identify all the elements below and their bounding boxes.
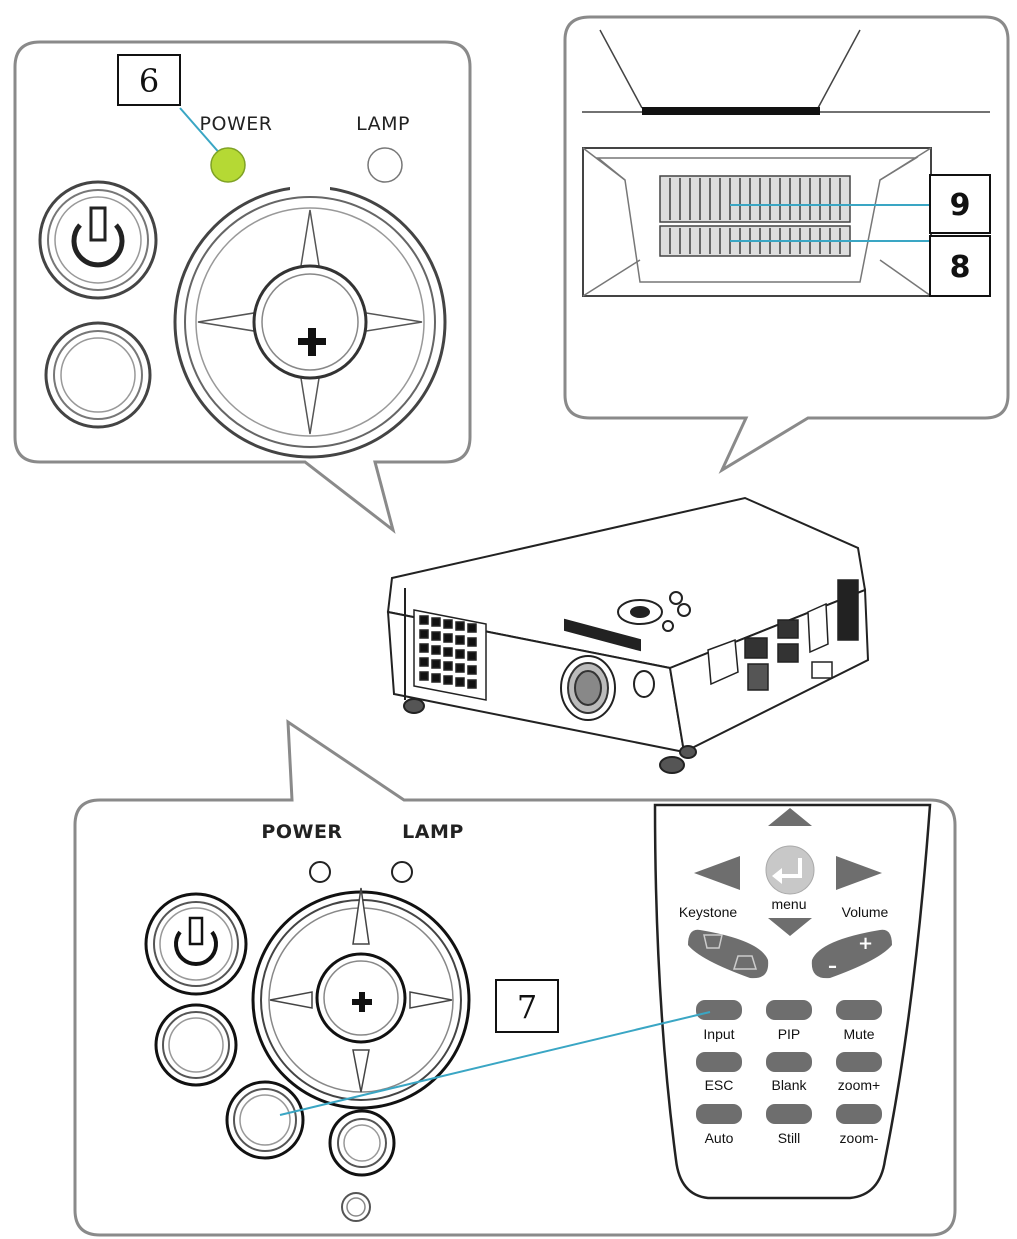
- navigation-wheel[interactable]: [251, 887, 471, 1110]
- remote-button-blank[interactable]: [766, 1052, 812, 1072]
- side-ports: [707, 579, 859, 691]
- remote-volume-rocker[interactable]: – +: [811, 929, 892, 979]
- remote-button-pip[interactable]: [766, 1000, 812, 1020]
- remote-button-mute[interactable]: [836, 1000, 882, 1020]
- power-icon: [71, 206, 125, 268]
- volume-label: Volume: [842, 904, 889, 920]
- projector-lens: [560, 655, 616, 721]
- secondary-button[interactable]: [154, 1003, 238, 1087]
- power-led: [210, 147, 246, 183]
- panel-control-closeup: 6 POWER LAMP: [13, 40, 472, 534]
- small-button[interactable]: [328, 1109, 396, 1177]
- callout-number-6: 6: [139, 62, 159, 100]
- remote-enter-button[interactable]: [765, 845, 815, 895]
- power-led: [309, 861, 331, 883]
- vent-grille: [413, 609, 487, 701]
- remote-control: Keystone menu Volume – + Input PIP Mute: [653, 803, 932, 1200]
- projector-foot: [403, 698, 425, 714]
- remote-down-arrow[interactable]: [768, 918, 812, 936]
- callout-box-8: [929, 235, 991, 297]
- lamp-label: LAMP: [402, 821, 464, 843]
- remote-button-input[interactable]: [696, 1000, 742, 1020]
- projector-foot: [679, 745, 697, 759]
- volume-minus-icon: –: [828, 956, 837, 977]
- remote-button-still[interactable]: [766, 1104, 812, 1124]
- plus-icon: [352, 992, 372, 1012]
- remote-label-zoom-minus: zoom-: [840, 1130, 879, 1146]
- remote-label-blank: Blank: [771, 1077, 807, 1093]
- remote-label-pip: PIP: [778, 1026, 801, 1042]
- enter-icon: [780, 858, 802, 878]
- callout-box-9: [929, 174, 991, 234]
- power-label: POWER: [200, 113, 273, 135]
- keystone-label: Keystone: [679, 904, 738, 920]
- leader-line-7: [279, 1011, 711, 1116]
- projector-top-controls: [617, 591, 691, 632]
- remote-label-esc: ESC: [705, 1077, 734, 1093]
- keystone-lower-icon: [732, 955, 758, 970]
- remote-button-zoom-minus[interactable]: [836, 1104, 882, 1124]
- secondary-button[interactable]: [44, 321, 152, 429]
- callout-number-7: 7: [517, 988, 537, 1026]
- callout-number-9: 9: [950, 188, 971, 223]
- remote-keystone-rocker[interactable]: [688, 929, 769, 979]
- remote-left-arrow[interactable]: [694, 856, 740, 890]
- power-icon: [174, 916, 218, 966]
- remote-up-arrow[interactable]: [768, 808, 812, 826]
- projector-illustration: [386, 496, 870, 774]
- volume-plus-icon: +: [858, 933, 873, 954]
- remote-label-still: Still: [778, 1130, 801, 1146]
- leader-line-6: [179, 107, 223, 157]
- panel-remote-closeup: POWER LAMP: [73, 719, 957, 1237]
- lamp-led: [367, 147, 403, 183]
- callout-number-8: 8: [950, 250, 971, 285]
- direction-arrows: [269, 887, 453, 1093]
- plus-icon: [298, 328, 326, 356]
- lamp-led: [391, 861, 413, 883]
- remote-label-input: Input: [703, 1026, 734, 1042]
- callout-box-6: [117, 54, 181, 106]
- direction-arrows: [197, 209, 423, 435]
- zoom-ring[interactable]: [659, 175, 851, 223]
- power-button[interactable]: [38, 180, 158, 300]
- remote-label-zoom-plus: zoom+: [838, 1077, 880, 1093]
- remote-button-zoom-plus[interactable]: [836, 1052, 882, 1072]
- lamp-label: LAMP: [356, 113, 410, 135]
- remote-label-mute: Mute: [843, 1026, 874, 1042]
- input-button[interactable]: [225, 1080, 305, 1160]
- panel-lens-closeup: 9 8: [563, 15, 1010, 474]
- remote-label-auto: Auto: [705, 1130, 734, 1146]
- navigation-wheel[interactable]: [173, 185, 447, 459]
- power-label: POWER: [261, 821, 342, 843]
- projector-foot: [659, 756, 685, 774]
- menu-label: menu: [771, 896, 806, 912]
- power-button[interactable]: [144, 892, 248, 996]
- remote-right-arrow[interactable]: [836, 856, 882, 890]
- remote-button-auto[interactable]: [696, 1104, 742, 1124]
- callout-box-7: [495, 979, 559, 1033]
- keystone-upper-icon: [703, 934, 723, 949]
- remote-button-esc[interactable]: [696, 1052, 742, 1072]
